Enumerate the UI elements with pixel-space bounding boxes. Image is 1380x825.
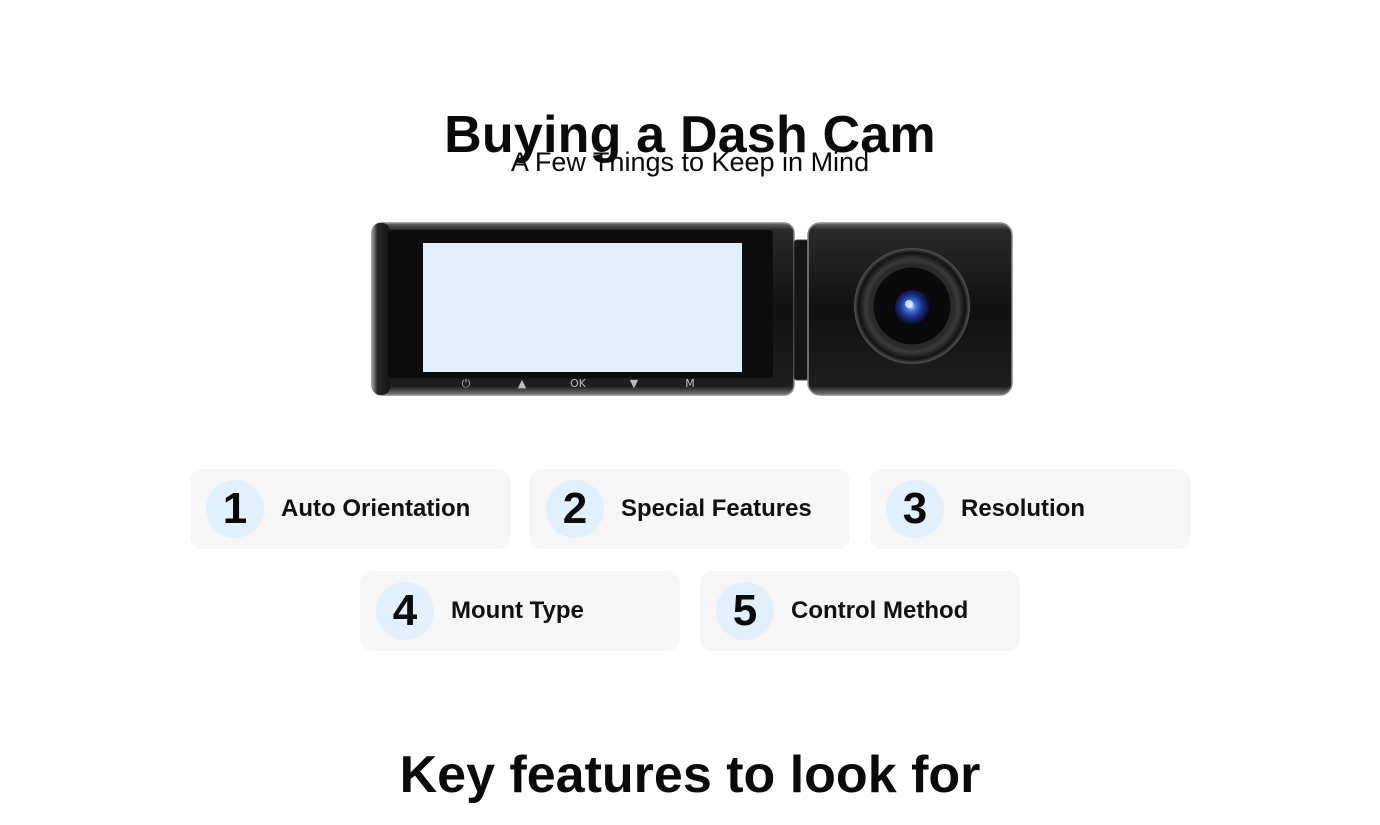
feature-label: Special Features	[621, 495, 812, 522]
feature-card-resolution: 3 Resolution	[870, 469, 1190, 549]
feature-number: 4	[376, 582, 434, 640]
down-button-glyph: ▼	[630, 377, 639, 390]
dash-cam-image: ⏻ ▲ OK ▼ M	[371, 222, 1013, 396]
up-button-glyph: ▲	[518, 377, 527, 390]
menu-button-glyph: M	[685, 377, 695, 390]
feature-number: 5	[716, 582, 774, 640]
feature-number: 3	[886, 480, 944, 538]
feature-number: 1	[206, 480, 264, 538]
ok-button-glyph: OK	[570, 377, 587, 390]
page-subtitle: A Few Things to Keep in Mind	[510, 147, 870, 177]
feature-label: Auto Orientation	[281, 495, 471, 522]
feature-number: 2	[546, 480, 604, 538]
dash-cam-screen	[423, 243, 742, 372]
page-title: Buying a Dash Cam	[444, 105, 936, 164]
feature-card-auto-orientation: 1 Auto Orientation	[190, 469, 510, 549]
feature-label: Control Method	[791, 597, 969, 624]
power-button-glyph: ⏻	[462, 377, 471, 390]
feature-label: Resolution	[961, 495, 1085, 522]
feature-label: Mount Type	[451, 597, 584, 624]
feature-card-special-features: 2 Special Features	[530, 469, 850, 549]
feature-card-mount-type: 4 Mount Type	[360, 571, 680, 651]
feature-card-control-method: 5 Control Method	[700, 571, 1020, 651]
section-heading: Key features to look for	[399, 746, 981, 805]
